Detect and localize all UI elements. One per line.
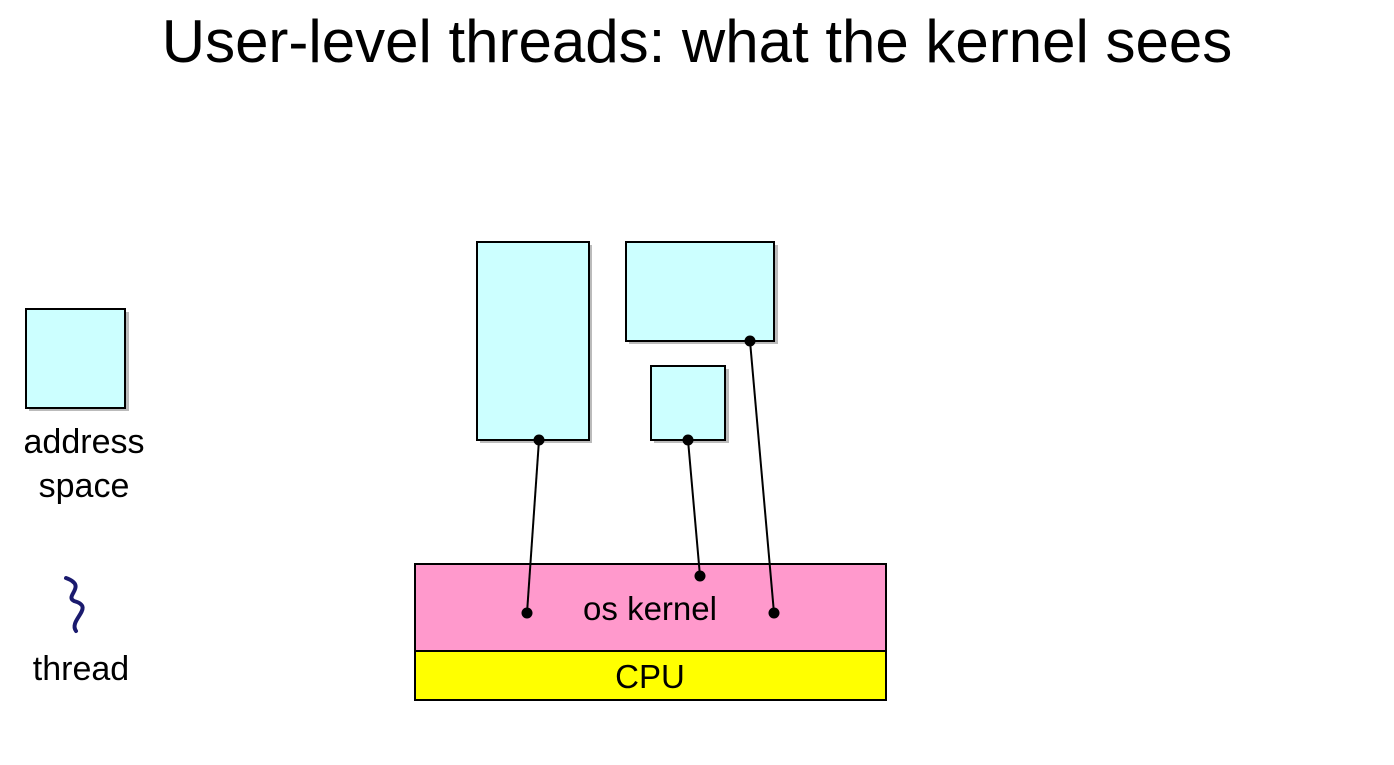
thread-legend-squiggle-icon	[64, 576, 85, 633]
cpu-label: CPU	[615, 658, 685, 695]
legend-thread-label: thread	[32, 650, 130, 688]
thread-dot	[521, 607, 533, 619]
thread-dot	[533, 434, 545, 446]
cpu-layer	[414, 650, 887, 701]
legend-address-space-box	[25, 308, 126, 409]
thread-line-1	[526, 439, 540, 614]
thread-dot	[744, 335, 756, 347]
thread-dot	[682, 434, 694, 446]
thread-line-2	[687, 439, 701, 577]
legend-address-space-label: address space	[23, 423, 145, 505]
address-space-small-box	[650, 365, 726, 441]
thread-lines	[526, 340, 775, 614]
address-space-tall-box	[476, 241, 590, 441]
kernel-layer	[414, 563, 887, 652]
thread-dot	[694, 570, 706, 582]
thread-dot	[768, 607, 780, 619]
page-title: User-level threads: what the kernel sees	[161, 8, 1233, 75]
thread-line-3	[749, 340, 775, 614]
address-space-wide-box	[625, 241, 775, 342]
kernel-label: os kernel	[583, 590, 717, 627]
thread-endpoints	[521, 335, 780, 619]
